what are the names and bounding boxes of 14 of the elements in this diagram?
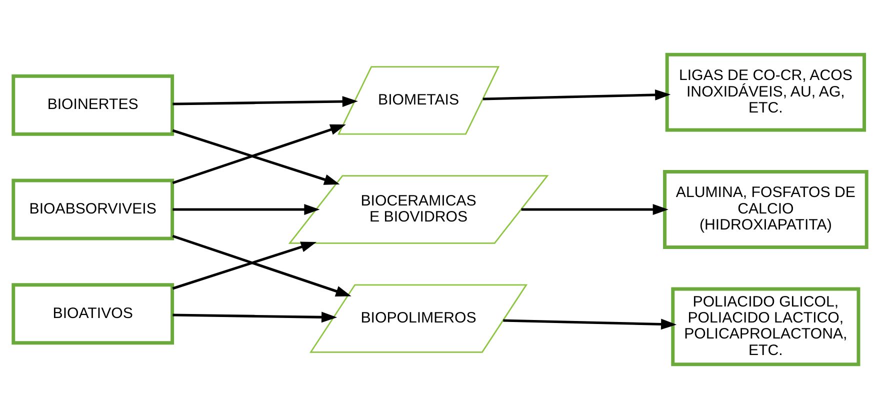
node-box: BIOATIVOS — [12, 283, 174, 345]
node-box: BIOABSORVIVEIS — [12, 178, 174, 240]
arrow — [503, 318, 677, 330]
arrow — [172, 96, 358, 107]
arrow — [172, 312, 338, 323]
node-box: POLIACIDO GLICOL, POLIACIDO LACTICO, POLICAPROLACTONA, ETC. — [671, 287, 860, 366]
arrow — [172, 234, 352, 296]
node-box: BIOINERTES — [12, 74, 174, 136]
arrow — [172, 242, 317, 290]
arrow — [521, 204, 668, 215]
node-box: ALUMINA, FOSFATOS DE CALCIO (HIDROXIAPATITA) — [663, 170, 868, 249]
node-box: LIGAS DE CO-CR, ACOS INOXIDÁVEIS, AU, AG, ETC. — [665, 52, 866, 132]
arrow — [172, 204, 320, 215]
arrow — [482, 89, 671, 100]
